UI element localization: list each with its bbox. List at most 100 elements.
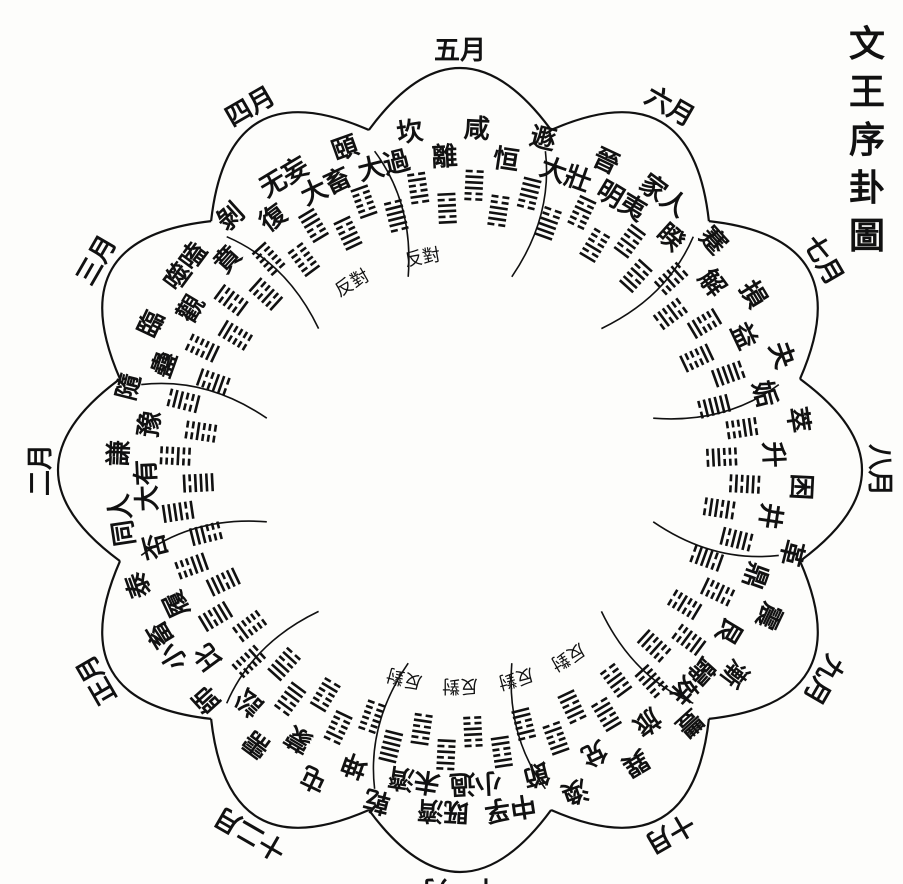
yin-line [391, 230, 398, 232]
yin-line [636, 279, 641, 284]
yang-line [197, 369, 203, 386]
yin-line [669, 317, 673, 323]
yin-line [196, 336, 199, 342]
yin-line [700, 359, 703, 365]
yang-line [411, 742, 429, 745]
yin-line [756, 428, 757, 435]
hexagram-lines [727, 417, 757, 439]
yin-line [261, 282, 266, 287]
hexagram-name: 姤 [746, 378, 781, 411]
yin-line [261, 653, 266, 658]
hexagram-lines [186, 334, 219, 362]
yin-line [410, 191, 417, 192]
yin-line [319, 688, 325, 692]
yin-line [726, 587, 729, 593]
title-char: 王 [849, 70, 885, 114]
yang-line [725, 394, 729, 411]
hexagram-lines [190, 522, 222, 546]
hexagram: 困 [730, 473, 816, 500]
yin-line [697, 317, 701, 323]
hexagram: 觀 [172, 290, 252, 350]
yin-line [703, 327, 707, 333]
hexagram-name: 睽 [650, 218, 689, 258]
yang-line [411, 195, 429, 198]
yin-line [201, 339, 204, 345]
yang-line [438, 740, 456, 741]
yin-line [654, 653, 659, 658]
yang-line [671, 266, 683, 279]
yin-line [658, 657, 663, 662]
month-label: 十二月 [209, 800, 292, 865]
yang-line [523, 183, 540, 187]
yin-line [739, 431, 740, 438]
yang-line [414, 720, 432, 723]
yang-line [639, 259, 652, 271]
yang-line [184, 475, 185, 493]
yin-line [212, 523, 214, 530]
hexagram-name: 小過 [448, 766, 502, 799]
yang-line [223, 291, 234, 305]
yin-line [193, 421, 194, 428]
yang-line [178, 447, 179, 465]
yin-line [646, 646, 651, 651]
yin-line [413, 725, 420, 726]
hexagram-lines [668, 590, 701, 620]
yang-line [550, 743, 567, 749]
yin-line [358, 210, 365, 212]
yin-line [365, 196, 372, 198]
hexagram: 豫 [134, 409, 216, 443]
yin-line [343, 721, 349, 724]
hexagram-name: 萃 [781, 405, 814, 435]
yang-line [742, 533, 746, 550]
yang-line [721, 527, 725, 544]
yang-line [249, 278, 261, 291]
hexagram: 否 [139, 522, 222, 563]
yin-line [690, 351, 693, 357]
yang-line [710, 498, 713, 516]
hexagram-name: 歸妹 [663, 651, 721, 710]
month-label: 正月 [71, 649, 123, 709]
yin-line [334, 741, 340, 744]
yin-line [683, 271, 688, 276]
hexagram-lines [698, 394, 730, 418]
yin-line [702, 314, 706, 320]
yin-line [254, 290, 259, 295]
yin-line [244, 669, 249, 674]
yin-line [334, 716, 340, 719]
yin-line [563, 705, 569, 708]
hexagram-lines [411, 714, 433, 744]
hexagram-lines [688, 309, 721, 339]
hexagram: 賁 [208, 240, 282, 310]
yin-line [362, 716, 369, 718]
yin-line [653, 637, 658, 642]
yin-line [313, 697, 319, 701]
hexagram: 隨 [112, 371, 200, 413]
hexagram-name: 解 [692, 264, 732, 303]
yang-line [270, 297, 282, 310]
yang-line [541, 218, 558, 224]
yin-line [378, 704, 385, 706]
hexagram-name: 咸 [463, 114, 490, 145]
yin-line [202, 381, 204, 388]
yin-line [726, 539, 728, 546]
hexagram-name: 隨 [112, 371, 147, 404]
yin-line [633, 240, 639, 244]
yin-line [418, 173, 425, 174]
yang-line [206, 473, 207, 491]
yang-line [681, 631, 692, 645]
hexagram: 大有 [131, 459, 213, 512]
yang-line [736, 475, 737, 493]
yin-line [256, 254, 261, 259]
hexagram-lines [491, 737, 513, 767]
yang-line [464, 734, 482, 735]
yin-line [228, 336, 232, 342]
hexagram-name: 坤 [337, 746, 372, 783]
yin-line [650, 689, 655, 694]
hexagram: 益 [680, 318, 762, 372]
yin-line [279, 263, 284, 268]
yang-line [465, 176, 483, 177]
yin-line [184, 403, 186, 410]
yin-line [659, 278, 664, 283]
hexagram: 泰 [120, 553, 208, 602]
yang-line [717, 555, 723, 572]
